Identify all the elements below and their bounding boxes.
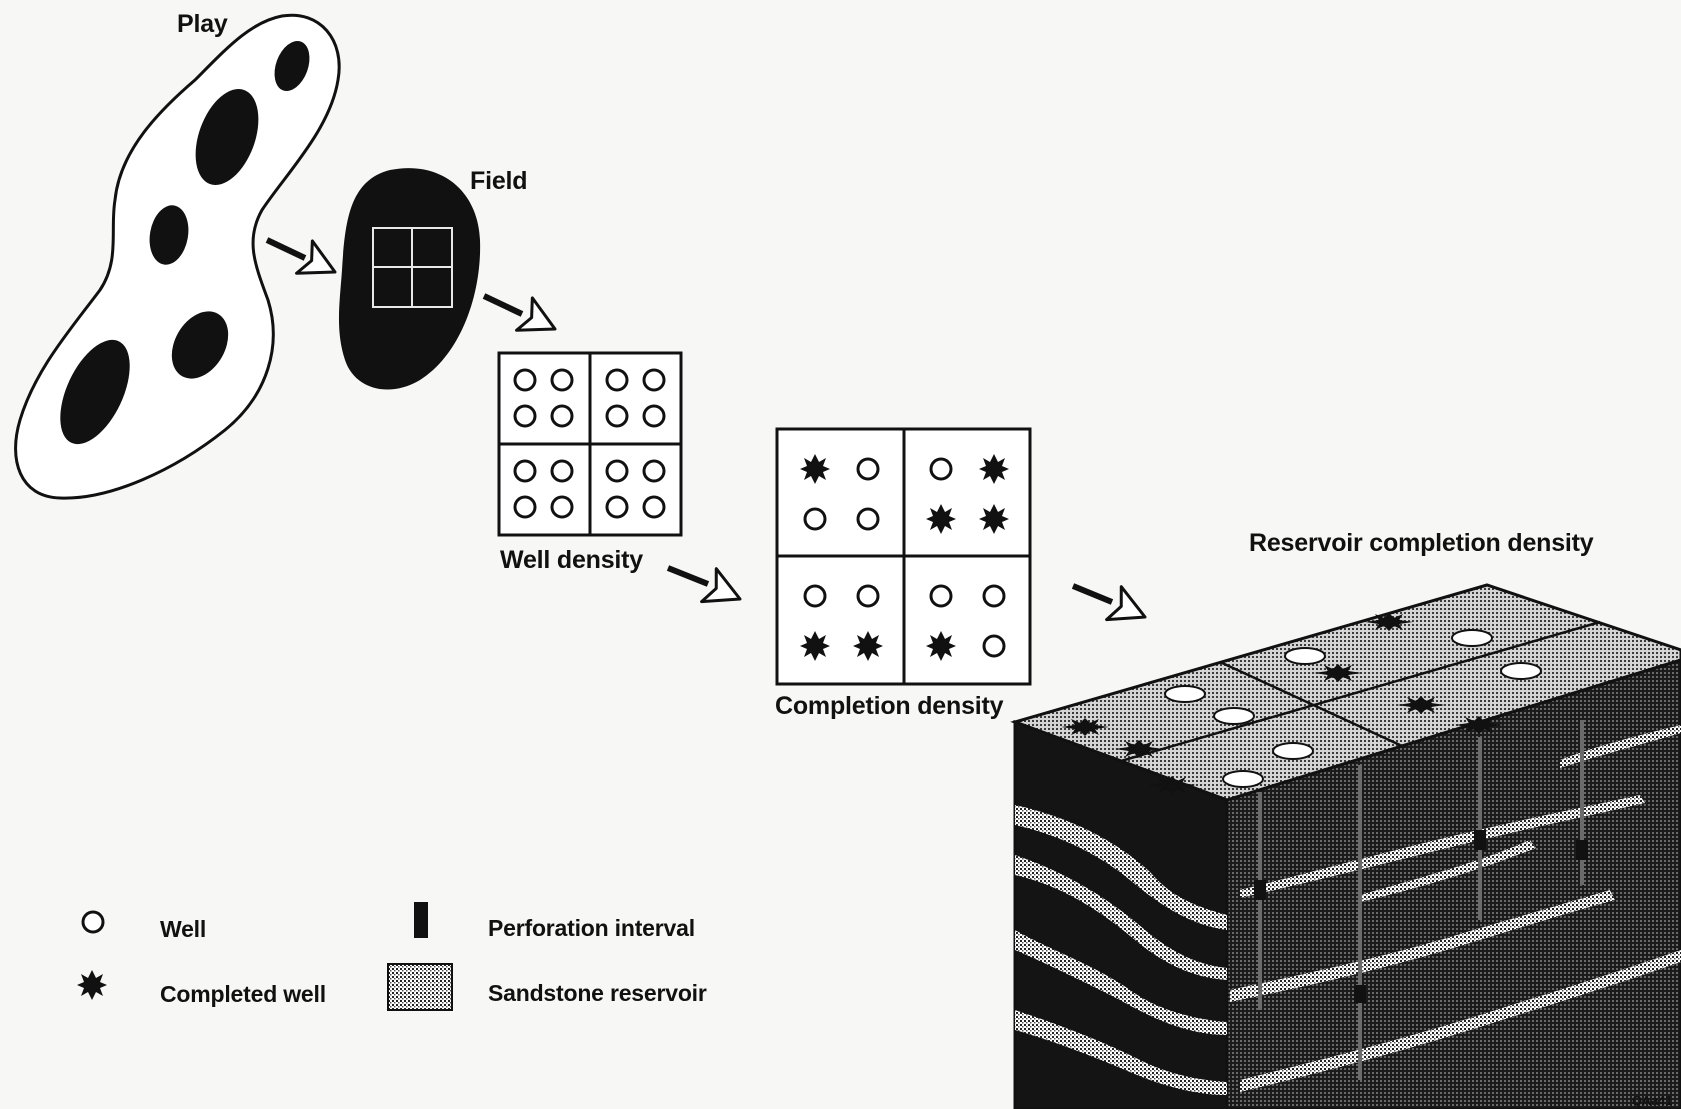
legend-sandstone-icon: [387, 963, 453, 1011]
well-mark: [803, 584, 827, 608]
well-mark: [982, 634, 1006, 658]
well-mark: [929, 457, 953, 481]
well-mark: [856, 507, 880, 531]
arrow-field-to-well-density: [482, 293, 565, 347]
completed-well-mark: [979, 504, 1009, 534]
well-density-label: Well density: [500, 546, 644, 574]
completed-well-mark: [979, 454, 1009, 484]
legend-well-label: Well: [160, 916, 207, 942]
well-density-grid: [497, 351, 683, 537]
legend-well-icon: [81, 910, 105, 934]
well-mark: [803, 507, 827, 531]
legend-sandstone-reservoir-label: Sandstone reservoir: [488, 980, 707, 1006]
reservoir-completion-density-label: Reservoir completion density: [1249, 529, 1594, 557]
arrow-well-to-completion: [666, 565, 749, 617]
completed-well-mark: [853, 631, 883, 661]
field-shape: [338, 168, 481, 390]
arrow-play-to-field: [265, 237, 345, 290]
completed-well-mark: [800, 631, 830, 661]
field-label: Field: [470, 167, 528, 195]
completed-well-mark: [800, 454, 830, 484]
play-outline: [14, 13, 341, 500]
completion-marks: [800, 454, 1009, 661]
completed-well-mark: [926, 631, 956, 661]
well-mark: [856, 457, 880, 481]
well-mark: [929, 584, 953, 608]
completion-density-label: Completion density: [775, 692, 1004, 720]
legend-perforation-icon: [414, 902, 428, 938]
well-mark: [856, 584, 880, 608]
legend-perforation-interval-label: Perforation interval: [488, 915, 695, 941]
arrow-completion-to-reservoir: [1071, 583, 1154, 635]
well-mark: [982, 584, 1006, 608]
legend-symbols: [77, 902, 453, 1011]
play-label: Play: [177, 10, 228, 38]
figure-code: QAa41: [1632, 1093, 1673, 1108]
legend-completed-well-icon: [77, 970, 107, 1000]
reservoir-block: [1010, 583, 1681, 1109]
completed-well-mark: [926, 504, 956, 534]
legend-completed-well-label: Completed well: [160, 981, 326, 1007]
